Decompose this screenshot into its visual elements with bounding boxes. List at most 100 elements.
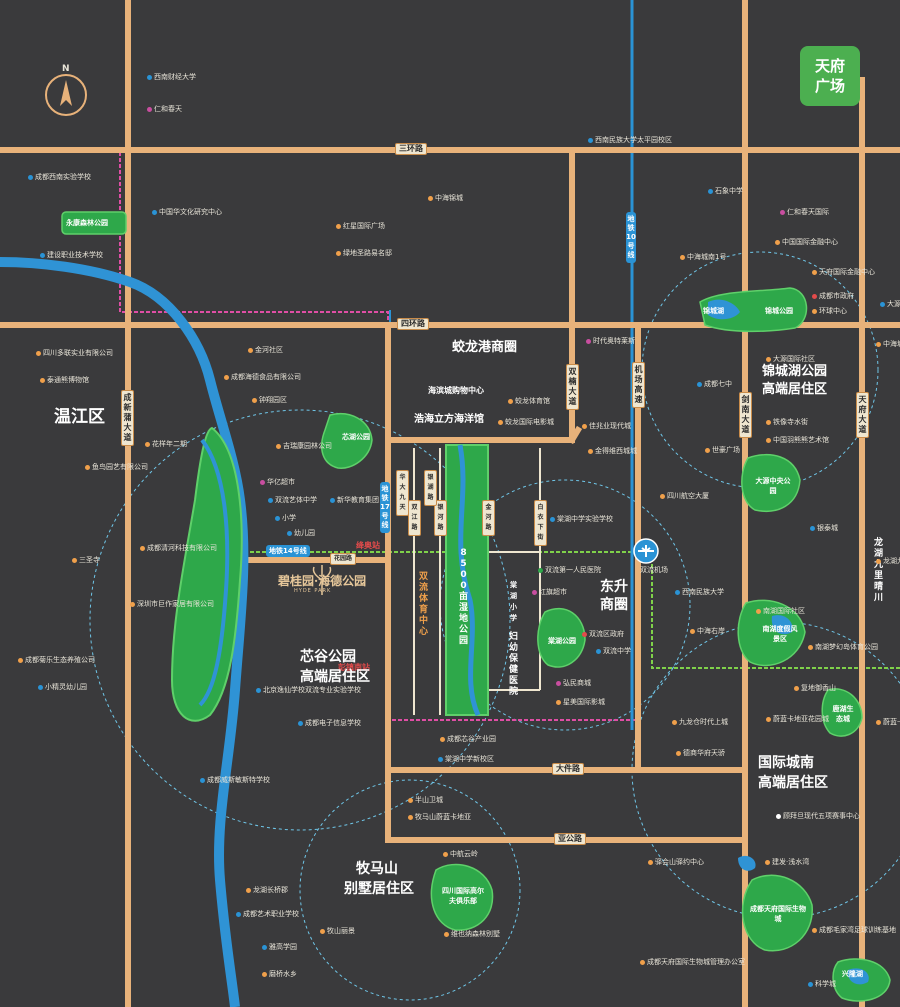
district-mumashan-l1: 牧马山 xyxy=(356,861,398,877)
poi-text: 鱼鸟园艺有限公司 xyxy=(92,463,148,471)
park-bio-label: 成都天府国际生物城 xyxy=(750,905,806,923)
metro-17-label: 地铁17号线 xyxy=(380,482,390,533)
poi-label: 蛟龙国际电影城 xyxy=(498,418,554,427)
poi-marker-icon xyxy=(596,648,601,654)
park-xinglong-label: 兴隆湖 xyxy=(842,970,863,978)
poi-label: 时代奥特莱斯 xyxy=(586,337,635,346)
poi-marker-icon xyxy=(428,195,433,201)
district-guoji-l1: 国际城南 xyxy=(758,755,814,771)
poi-text: 大源中学 xyxy=(887,300,900,308)
poi-text: 吉瑞康园林公司 xyxy=(283,442,332,450)
project-sub: HYDE PARK xyxy=(294,588,332,594)
poi-label: 幼儿园 xyxy=(287,529,315,538)
poi-marker-icon xyxy=(236,911,241,917)
poi-marker-icon xyxy=(408,797,413,803)
poi-label: 星美国际影城 xyxy=(556,698,605,707)
poi-text: 龙湖九里晴川 xyxy=(883,557,900,565)
poi-marker-icon xyxy=(660,493,665,499)
poi-text: 科学城 xyxy=(815,980,836,988)
compass-n: N xyxy=(62,64,70,74)
poi-label: 双流第一人民医院 xyxy=(538,566,601,575)
poi-marker-icon xyxy=(756,608,761,614)
ring-mumashan xyxy=(299,779,521,1001)
poi-label: 九龙仓时代上城 xyxy=(672,718,728,727)
district-wenjiang: 温江区 xyxy=(54,407,105,427)
poi-text: 双流艺体中学 xyxy=(275,496,317,504)
poi-label: 中海锦城 xyxy=(428,194,463,203)
poi-marker-icon xyxy=(588,448,593,454)
poi-text: 成都威斯敏斯特学校 xyxy=(207,776,270,784)
poi-text: 成都市政府 xyxy=(819,292,854,300)
poi-text: 新华教育集团 xyxy=(337,496,379,504)
metro-pink xyxy=(119,152,637,721)
poi-label: 北京逸仙学校双流专业实验学校 xyxy=(256,686,361,695)
poi-marker-icon xyxy=(812,269,817,275)
poi-text: 复地御香山 xyxy=(801,684,836,692)
tangnan-label: 棠湖小学 xyxy=(510,581,517,622)
poi-label: 蔚蓝卡地亚 xyxy=(876,718,900,727)
poi-text: 蛟龙体育馆 xyxy=(515,397,550,405)
poi-marker-icon xyxy=(260,479,265,485)
poi-text: 南湖国际社区 xyxy=(763,607,805,615)
road-shuangnan: 双楠大道 xyxy=(566,364,579,410)
poi-text: 双流第一人民医院 xyxy=(545,566,601,574)
poi-marker-icon xyxy=(586,338,591,344)
poi-label: 银泰城 xyxy=(810,524,838,533)
poi-marker-icon xyxy=(794,685,799,691)
poi-marker-icon xyxy=(440,736,445,742)
park-xingu-label: 芯湖公园 xyxy=(342,433,370,441)
poi-marker-icon xyxy=(252,397,257,403)
poi-text: 中海城南1号 xyxy=(687,253,727,261)
park-yongkang xyxy=(61,211,127,235)
poi-marker-icon xyxy=(876,719,881,725)
poi-label: 科学城 xyxy=(808,980,836,989)
road-jinhe: 金河路 xyxy=(482,500,495,536)
poi-label: 中国华文化研究中心 xyxy=(152,208,222,217)
poi-label: 成都电子信息学校 xyxy=(298,719,361,728)
poi-marker-icon xyxy=(780,209,785,215)
district-mumashan-l2: 别墅居住区 xyxy=(344,881,414,897)
poi-label: 成都七中 xyxy=(697,380,732,389)
poi-text: 维也纳森林别墅 xyxy=(451,930,500,938)
poi-text: 中国国际金融中心 xyxy=(782,238,838,246)
district-xingu-l2: 高端居住区 xyxy=(300,669,370,685)
poi-label: 建发·浅水湾 xyxy=(765,858,809,867)
poi-text: 中海锦城 xyxy=(435,194,463,202)
poi-text: 小精灵幼儿园 xyxy=(45,683,87,691)
poi-marker-icon xyxy=(152,209,157,215)
poi-label: 钟翔园区 xyxy=(252,396,287,405)
poi-marker-icon xyxy=(330,497,335,503)
poi-marker-icon xyxy=(508,398,513,404)
ring-xingu xyxy=(89,409,511,831)
poi-text: 棠湖中学实验学校 xyxy=(557,515,613,523)
poi-marker-icon xyxy=(438,756,443,762)
poi-label: 龙湖长桥郡 xyxy=(246,886,288,895)
airport-label: 双流机场 xyxy=(640,566,668,574)
poi-label: 成都毛家湾足球训练基地 xyxy=(812,926,896,935)
poi-marker-icon xyxy=(550,516,555,522)
park-tanghu-label: 棠湖公园 xyxy=(548,637,576,645)
tianfu-square-badge: 天府广场 xyxy=(800,46,860,106)
poi-label: 西南民族大学太平园校区 xyxy=(588,136,672,145)
poi-text: 西南民族大学 xyxy=(682,588,724,596)
district-jincheng-l1: 锦城湖公园 xyxy=(762,364,828,379)
poi-marker-icon xyxy=(36,350,41,356)
poi-text: 磨桥水乡 xyxy=(269,970,297,978)
poi-text: 成都西南实验学校 xyxy=(35,173,91,181)
poi-label: 红旗超市 xyxy=(532,588,567,597)
haiyang-label: 浩海立方海洋馆 xyxy=(414,414,484,425)
road-dajian: 大件路 xyxy=(552,763,584,775)
poi-label: 泰通熊博物馆 xyxy=(40,376,89,385)
poi-text: 德商华府天骄 xyxy=(683,749,725,757)
road-jichang: 机场高速 xyxy=(632,362,645,408)
poi-marker-icon xyxy=(147,74,152,80)
poi-label: 仁和春天 xyxy=(147,105,182,114)
poi-label: 小精灵幼儿园 xyxy=(38,683,87,692)
fubao-label: 妇幼保健医院 xyxy=(508,632,518,697)
poi-text: 棠湖中学新校区 xyxy=(445,755,494,763)
poi-marker-icon xyxy=(812,927,817,933)
poi-label: 小学 xyxy=(275,514,296,523)
road-shuangjiang: 双江路 xyxy=(408,500,421,536)
poi-label: 绿地圣路易名邸 xyxy=(336,249,392,258)
poi-text: 蔚蓝卡地亚花园城 xyxy=(773,715,829,723)
